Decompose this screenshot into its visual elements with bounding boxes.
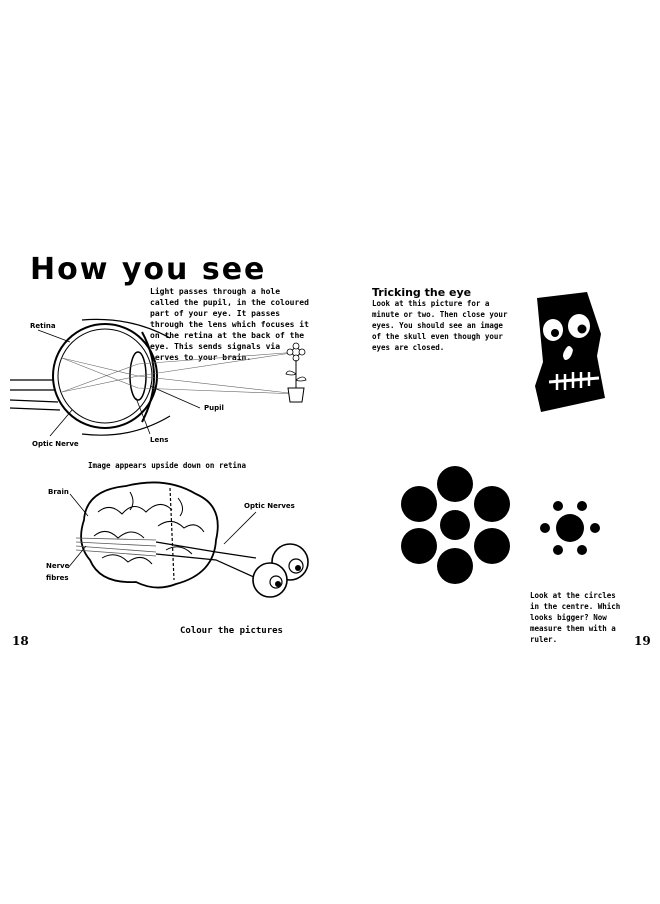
retina-label: Retina bbox=[30, 322, 56, 330]
page-title: How you see bbox=[30, 252, 267, 287]
eyeballs-icon bbox=[252, 543, 309, 598]
nerve-fibres-label-line1: Nerve bbox=[46, 562, 70, 570]
tricking-text: Look at this picture for a minute or two… bbox=[372, 299, 508, 352]
large-circles-illusion bbox=[401, 466, 510, 584]
colour-caption: Colour the pictures bbox=[180, 626, 283, 636]
page-number-left: 18 bbox=[12, 634, 29, 648]
brain-diagram bbox=[67, 481, 257, 589]
brain-label: Brain bbox=[48, 488, 69, 496]
nerve-fibres-label-line2: fibres bbox=[46, 574, 69, 582]
flower-in-pot-icon bbox=[285, 342, 307, 403]
small-circles-illusion bbox=[540, 501, 600, 555]
circles-text: Look at the circles in the centre. Which… bbox=[530, 591, 621, 644]
optic-nerves-label: Optic Nerves bbox=[244, 502, 295, 510]
eye-diagram bbox=[9, 318, 299, 437]
skull-icon bbox=[535, 292, 605, 412]
lens-label: Lens bbox=[150, 436, 169, 444]
pupil-label: Pupil bbox=[204, 404, 224, 412]
optic-nerve-label: Optic Nerve bbox=[32, 440, 79, 448]
intro-text: Light passes through a hole called the p… bbox=[150, 287, 309, 362]
page-number-right: 19 bbox=[634, 634, 651, 648]
tricking-title: Tricking the eye bbox=[372, 286, 472, 299]
eye-caption: Image appears upside down on retina bbox=[88, 461, 247, 470]
